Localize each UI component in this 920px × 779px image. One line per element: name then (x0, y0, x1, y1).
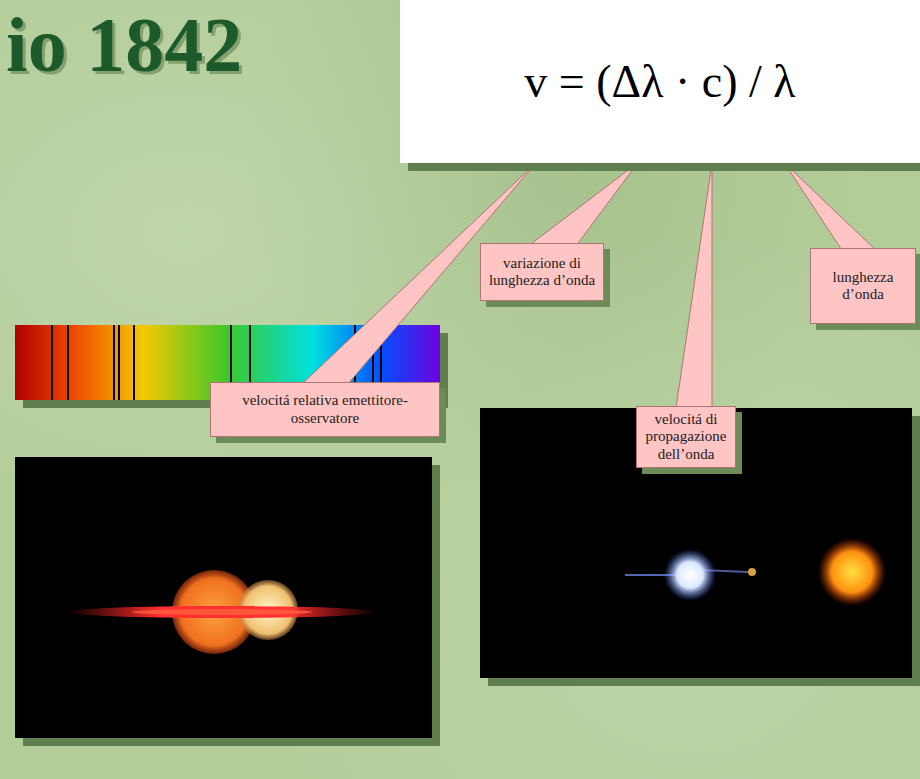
callout-pointer (530, 163, 638, 245)
callout-text: lunghezza d’onda (817, 269, 909, 304)
slide-title: io 1842 (6, 2, 242, 88)
callout-box: lunghezza d’onda (810, 248, 916, 324)
formula-text: v = (Δλ · c) / λ (524, 55, 795, 108)
callout-box: velocitá relativa emettitore-osservatore (210, 382, 440, 437)
callout-text: variazione di lunghezza d’onda (487, 255, 597, 290)
callout-box: velocitá di propagazione dell’onda (636, 406, 736, 468)
callout-box: variazione di lunghezza d’onda (480, 243, 604, 301)
callout-text: velocitá di propagazione dell’onda (643, 411, 729, 463)
callout-pointer (784, 163, 875, 250)
formula-box: v = (Δλ · c) / λ (400, 0, 920, 163)
callout-text: velocitá relativa emettitore-osservatore (217, 392, 433, 427)
callout-pointer (676, 163, 712, 408)
